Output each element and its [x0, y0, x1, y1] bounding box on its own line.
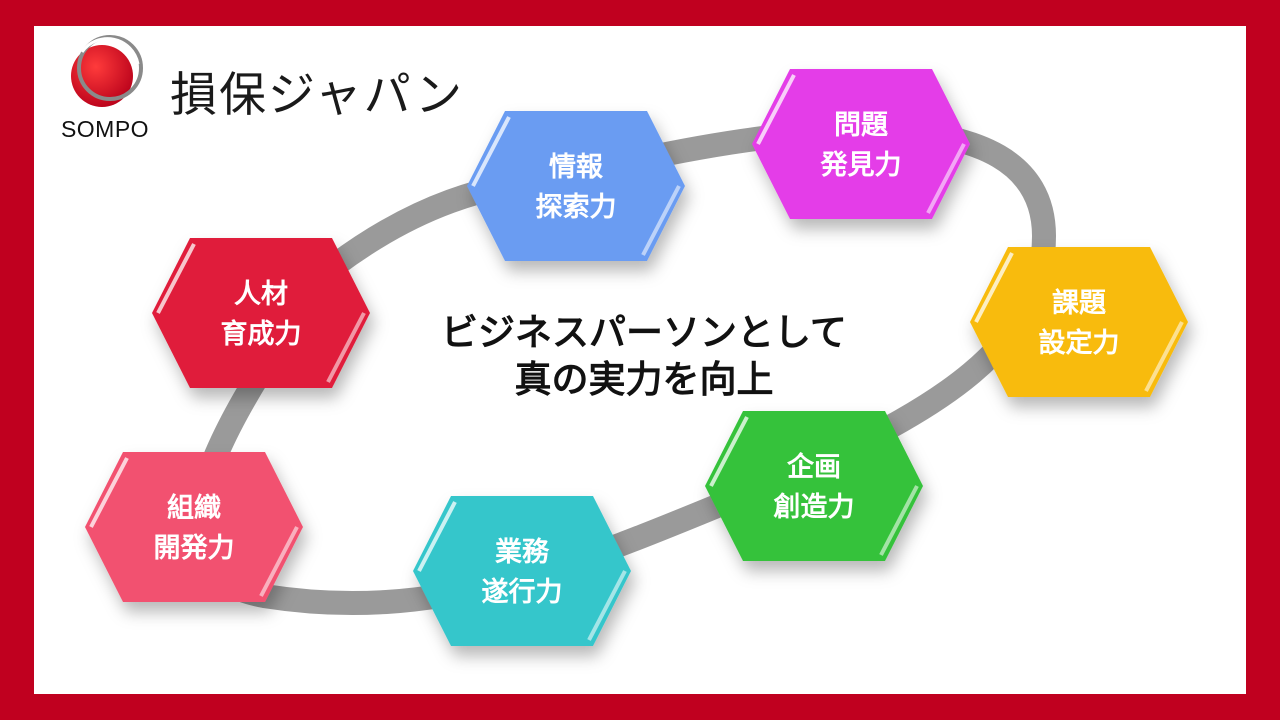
- skill-hexagon-shape: [467, 111, 685, 261]
- skill-hexagon-highlight: [974, 252, 1014, 323]
- skill-label-line1: 企画: [787, 451, 841, 483]
- skill-label-line2: 創造力: [774, 492, 855, 523]
- skill-hexagon-shape: [413, 496, 631, 646]
- sompo-logo: SOMPO: [50, 32, 160, 147]
- skill-hexagon-highlight: [259, 526, 299, 597]
- skill-hexagon-highlight: [756, 74, 796, 145]
- skill-hexagon-highlight: [641, 185, 681, 256]
- skill-label-line1: 人材: [234, 279, 288, 310]
- skill-label-line2: 発見力: [820, 150, 902, 181]
- skill-hexagon-highlight: [326, 312, 366, 383]
- center-message-line1: ビジネスパーソンとして: [441, 311, 847, 354]
- skill-label-line2: 育成力: [221, 318, 302, 350]
- skill-hexagon-highlight: [926, 143, 966, 214]
- skill-hexagon-shape: [152, 238, 370, 388]
- skill-hexagon-highlight: [417, 501, 457, 572]
- skill-label-line1: 情報: [549, 152, 604, 183]
- skill-hexagon-highlight: [879, 485, 919, 556]
- skill-hexagon-shape: [970, 247, 1188, 397]
- center-message-line2: 真の実力を向上: [514, 358, 774, 401]
- skill-label-line1: 組織: [167, 492, 221, 524]
- company-name: 損保ジャパン: [170, 68, 464, 123]
- skill-label-line1: 業務: [495, 537, 550, 568]
- skill-hexagon-shape: [752, 69, 970, 219]
- content-panel: SOMPO 損保ジャパン 情報探索力問題発見力課題設定力企画創造力業務遂行力組織…: [34, 26, 1246, 694]
- sompo-logo-mark-icon: [71, 35, 143, 107]
- skill-hexagon-highlight: [156, 243, 196, 314]
- skill-label-line2: 設定力: [1039, 327, 1120, 359]
- logo-text: SOMPO: [60, 116, 150, 142]
- skill-hexagon-shape: [705, 411, 923, 561]
- skill-label-line2: 遂行力: [482, 576, 563, 608]
- skill-label-line2: 探索力: [536, 192, 617, 223]
- skill-hexagon-highlight: [89, 457, 129, 528]
- skill-hexagon-highlight: [709, 416, 749, 487]
- skill-label-line1: 課題: [1052, 287, 1107, 319]
- skill-label-line2: 開発力: [154, 533, 235, 564]
- skill-hexagon-highlight: [471, 116, 511, 187]
- skill-label-line1: 問題: [834, 110, 889, 141]
- skill-hexagon-highlight: [587, 570, 627, 641]
- center-message: ビジネスパーソンとして 真の実力を向上: [394, 309, 894, 403]
- skill-hexagon-shape: [85, 452, 303, 602]
- skill-hexagon-highlight: [1144, 321, 1184, 392]
